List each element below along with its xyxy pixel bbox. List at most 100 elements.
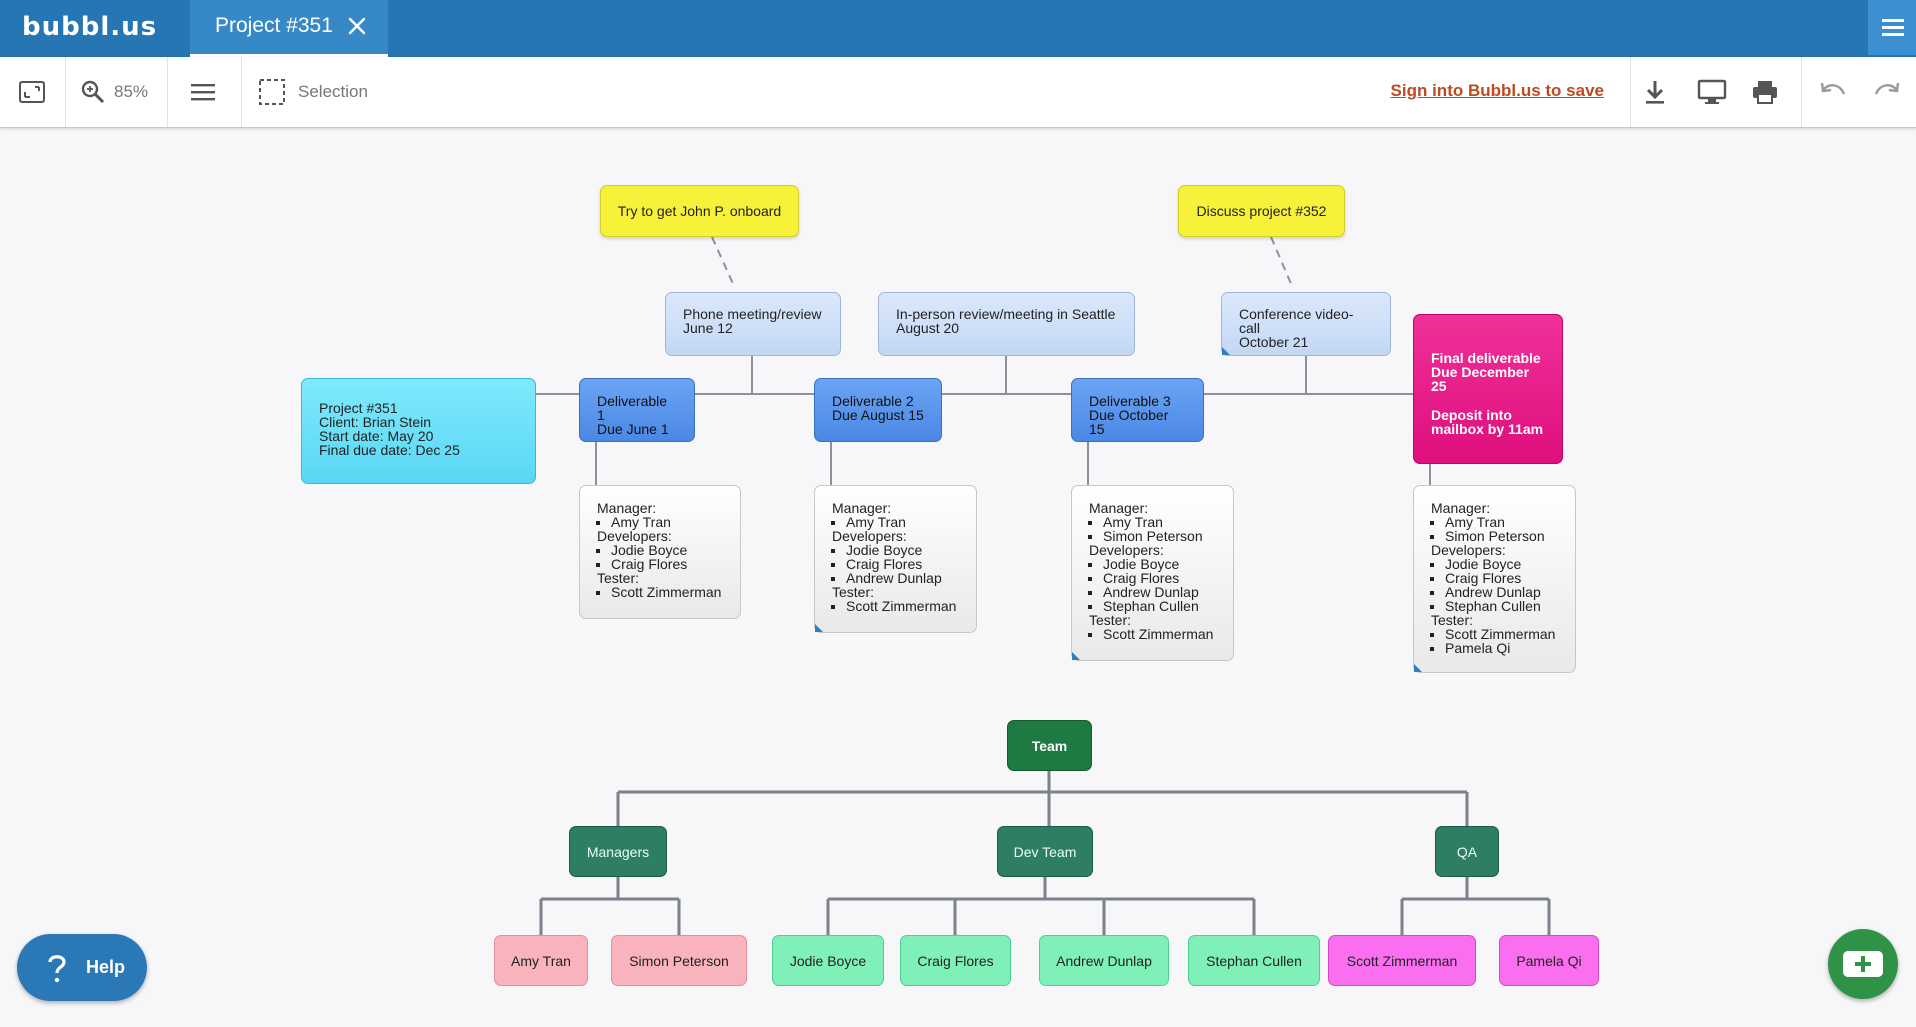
collapse-handle[interactable] [1072, 652, 1080, 660]
list-item: Stephan Cullen [1445, 599, 1558, 613]
developers-label: Developers: [1431, 542, 1506, 558]
zoom-icon [81, 80, 105, 104]
list-item: Stephan Cullen [1103, 599, 1216, 613]
list-item: Pamela Qi [1445, 641, 1558, 655]
team-box-deliverable-2[interactable]: Manager: Amy Tran Developers: Jodie Boyc… [814, 485, 977, 633]
developers-label: Developers: [832, 528, 907, 544]
node-label: Amy Tran [511, 952, 571, 969]
redo-button[interactable] [1872, 57, 1902, 127]
outline-menu-button[interactable] [190, 57, 216, 127]
meeting-date: October 21 [1239, 334, 1309, 350]
fit-to-screen-button[interactable] [17, 57, 47, 127]
project-due-date: Final due date: Dec 25 [319, 442, 460, 458]
deliverable-title: Deliverable 1 [597, 393, 668, 423]
deliverable-due: Due August 15 [832, 407, 924, 423]
list-item: Jodie Boyce [846, 543, 959, 557]
org-root-team[interactable]: Team [1007, 720, 1092, 771]
org-group-qa[interactable]: QA [1435, 826, 1499, 877]
manager-list: Amy Tran [597, 515, 723, 529]
list-item: Amy Tran [846, 515, 959, 529]
undo-button[interactable] [1818, 57, 1848, 127]
collapse-handle[interactable] [1222, 347, 1230, 355]
deliverable-due: Due June 1 [597, 421, 669, 437]
list-item: Amy Tran [1445, 515, 1558, 529]
present-button[interactable] [1697, 57, 1727, 127]
list-item: Craig Flores [846, 557, 959, 571]
collapse-handle[interactable] [1414, 664, 1422, 672]
zoom-button[interactable]: 85% [80, 57, 148, 127]
mind-map-canvas[interactable]: Try to get John P. onboard Discuss proje… [0, 128, 1916, 1027]
redo-icon [1874, 82, 1900, 95]
org-member-andrew-dunlap[interactable]: Andrew Dunlap [1039, 935, 1169, 986]
monitor-icon [1697, 79, 1727, 104]
app-logo[interactable]: bubbl.us [22, 12, 158, 42]
selection-tool-button[interactable]: Selection [258, 57, 368, 127]
sign-in-link[interactable]: Sign into Bubbl.us to save [1390, 81, 1604, 100]
list-item: Scott Zimmerman [1103, 627, 1216, 641]
meeting-title: Conference video-call [1239, 306, 1354, 336]
list-item: Amy Tran [611, 515, 723, 529]
manager-label: Manager: [832, 500, 892, 516]
meeting-title: In-person review/meeting in Seattle [896, 306, 1116, 322]
collapse-handle[interactable] [815, 624, 823, 632]
list-item: Jodie Boyce [1103, 557, 1216, 571]
list-icon [191, 84, 215, 101]
add-node-button[interactable] [1828, 929, 1898, 999]
meeting-in-person-seattle[interactable]: In-person review/meeting in Seattle Augu… [878, 292, 1135, 356]
tester-label: Tester: [1431, 612, 1474, 628]
list-item: Andrew Dunlap [846, 571, 959, 585]
list-item: Scott Zimmerman [1445, 627, 1558, 641]
org-group-managers[interactable]: Managers [569, 826, 667, 877]
final-note: Deposit into [1431, 407, 1512, 423]
undo-icon [1820, 82, 1846, 95]
org-member-stephan-cullen[interactable]: Stephan Cullen [1188, 935, 1320, 986]
meeting-phone-review[interactable]: Phone meeting/review June 12 [665, 292, 841, 356]
list-item: Andrew Dunlap [1445, 585, 1558, 599]
node-label: QA [1456, 843, 1478, 860]
close-icon[interactable] [344, 13, 370, 39]
org-group-dev-team[interactable]: Dev Team [997, 826, 1093, 877]
zoom-level: 85% [114, 82, 149, 101]
meeting-video-call[interactable]: Conference video-call October 21 [1221, 292, 1391, 356]
project-info-node[interactable]: Project #351 Client: Brian Stein Start d… [301, 378, 536, 484]
list-item: Andrew Dunlap [1103, 585, 1216, 599]
node-label: Andrew Dunlap [1056, 952, 1152, 969]
download-button[interactable] [1641, 57, 1669, 127]
note-discuss-project[interactable]: Discuss project #352 [1178, 185, 1345, 237]
node-label: Jodie Boyce [789, 952, 867, 969]
deliverable-title: Deliverable 2 [832, 393, 914, 409]
org-member-craig-flores[interactable]: Craig Flores [900, 935, 1011, 986]
deliverable-2[interactable]: Deliverable 2 Due August 15 [814, 378, 942, 442]
org-member-amy-tran[interactable]: Amy Tran [494, 935, 588, 986]
org-member-scott-zimmerman[interactable]: Scott Zimmerman [1328, 935, 1476, 986]
tab-project-351[interactable]: Project #351 [190, 0, 388, 57]
project-title: Project #351 [319, 400, 398, 416]
org-member-jodie-boyce[interactable]: Jodie Boyce [772, 935, 884, 986]
toolbar: 85% Selection Sign into Bubbl.us to save [0, 57, 1916, 128]
final-deliverable[interactable]: Final deliverable Due December 25 Deposi… [1413, 314, 1563, 464]
team-box-deliverable-1[interactable]: Manager: Amy Tran Developers: Jodie Boyc… [579, 485, 741, 619]
list-item: Amy Tran [1103, 515, 1216, 529]
download-icon [1646, 81, 1664, 104]
help-label: Help [86, 957, 126, 977]
print-button[interactable] [1751, 57, 1779, 127]
project-start-date: Start date: May 20 [319, 428, 434, 444]
final-due: Due December 25 [1431, 364, 1530, 394]
main-menu-button[interactable] [1868, 0, 1916, 55]
node-label: Team [1031, 737, 1068, 754]
org-member-simon-peterson[interactable]: Simon Peterson [611, 935, 747, 986]
deliverable-1[interactable]: Deliverable 1 Due June 1 [579, 378, 695, 442]
node-label: Pamela Qi [1516, 952, 1582, 969]
list-item: Craig Flores [611, 557, 723, 571]
tester-label: Tester: [832, 584, 875, 600]
note-john-onboard[interactable]: Try to get John P. onboard [600, 185, 799, 237]
help-button[interactable]: Help [17, 934, 147, 1001]
deliverable-3[interactable]: Deliverable 3 Due October 15 [1071, 378, 1204, 442]
list-item: Craig Flores [1445, 571, 1558, 585]
org-member-pamela-qi[interactable]: Pamela Qi [1499, 935, 1599, 986]
add-icon [1843, 951, 1883, 977]
